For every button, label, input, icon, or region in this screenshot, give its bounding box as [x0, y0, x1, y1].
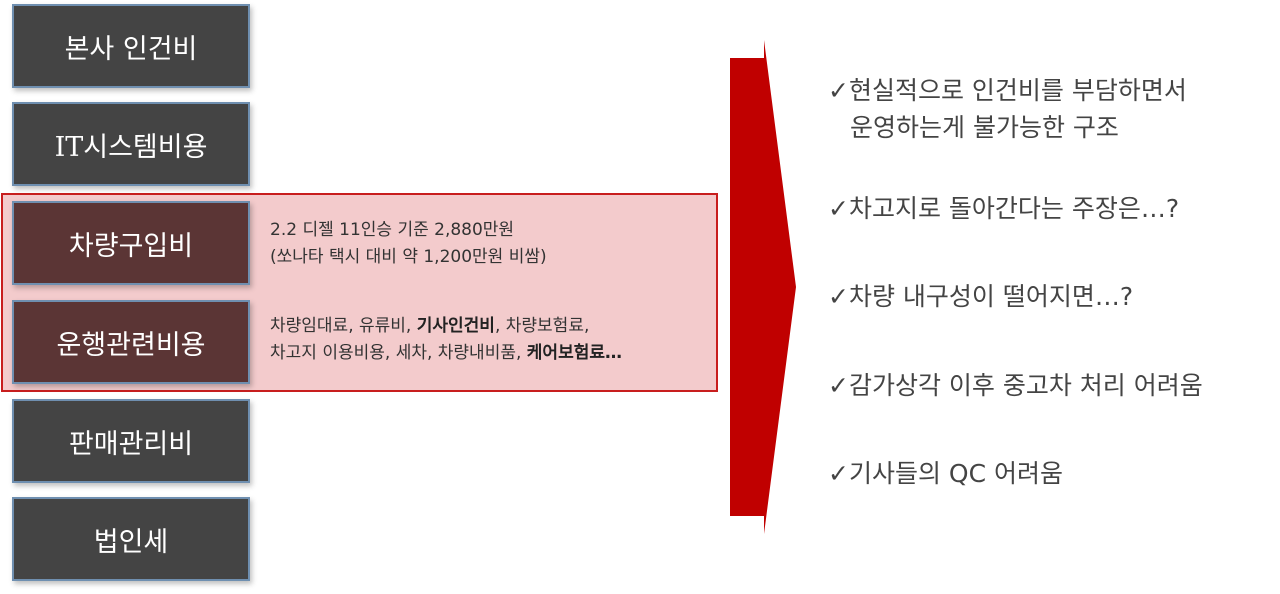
cost-box-label: 차량구입비	[68, 230, 194, 262]
issue-text: ✓감가상각 이후 중고차 처리 어려움	[828, 371, 1203, 400]
cost-box-label: 운행관련비용	[56, 329, 206, 361]
operation-detail: 차량임대료, 유류비, 기사인건비, 차량보험료, 차고지 이용비용, 세차, …	[270, 313, 710, 367]
detail-emphasis: 기사인건비	[416, 316, 495, 336]
issue-text: ✓현실적으로 인건비를 부담하면서	[828, 76, 1187, 105]
issue-text: ✓기사들의 QC 어려움	[828, 459, 1063, 488]
cost-box-operation: 운행관련비용	[12, 300, 250, 384]
cost-box-vehicle-purchase: 차량구입비	[12, 201, 250, 285]
issue-text: ✓차량 내구성이 떨어지면…?	[828, 282, 1134, 311]
cost-box-sales-admin: 판매관리비	[12, 399, 250, 483]
arrow-right-icon	[730, 40, 796, 534]
cost-box-label: 판매관리비	[68, 428, 194, 460]
issue-item: ✓차고지로 돌아간다는 주장은…?	[828, 190, 1179, 227]
cost-box-label: 법인세	[93, 526, 169, 558]
cost-box-label: IT시스템비용	[54, 131, 208, 163]
detail-line: (쏘나타 택시 대비 약 1,200만원 비쌈)	[270, 247, 547, 267]
vehicle-purchase-detail: 2.2 디젤 11인승 기준 2,880만원 (쏘나타 택시 대비 약 1,20…	[270, 217, 710, 271]
detail-line: 차고지 이용비용, 세차, 차량내비품, 케어보험료…	[270, 343, 622, 363]
issue-item: ✓현실적으로 인건비를 부담하면서 운영하는게 불가능한 구조	[828, 72, 1187, 146]
issue-text: ✓차고지로 돌아간다는 주장은…?	[828, 194, 1180, 223]
arrow-shape	[730, 40, 796, 534]
detail-line: 2.2 디젤 11인승 기준 2,880만원	[270, 220, 515, 240]
detail-line: 차량임대료, 유류비, 기사인건비, 차량보험료,	[270, 316, 590, 336]
issue-text-continued: 운영하는게 불가능한 구조	[850, 113, 1119, 142]
cost-box-it-system: IT시스템비용	[12, 102, 250, 186]
detail-emphasis: 케어보험료…	[526, 343, 622, 363]
issue-item: ✓기사들의 QC 어려움	[828, 455, 1063, 492]
issue-item: ✓차량 내구성이 떨어지면…?	[828, 278, 1133, 315]
cost-box-label: 본사 인건비	[64, 33, 198, 65]
issue-item: ✓감가상각 이후 중고차 처리 어려움	[828, 367, 1203, 404]
cost-box-hq-labor: 본사 인건비	[12, 4, 250, 88]
cost-box-corporate-tax: 법인세	[12, 497, 250, 581]
